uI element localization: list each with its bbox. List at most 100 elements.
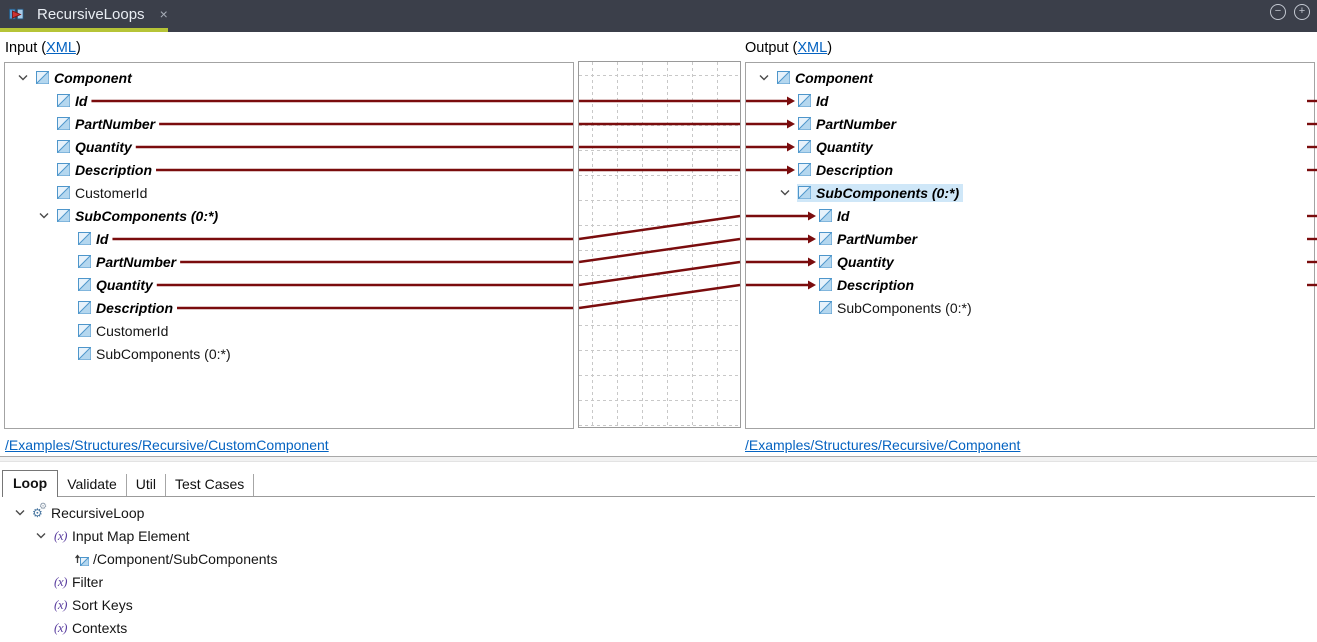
row-content: (x)Contexts: [53, 619, 131, 637]
tree-item-subcomponents-0[interactable]: SubComponents (0:*): [5, 342, 573, 365]
element-icon: [797, 94, 812, 107]
tree-item-label: Quantity: [75, 138, 132, 155]
element-icon: [56, 209, 71, 222]
output-xml-link[interactable]: XML: [797, 40, 828, 56]
row-content: Quantity: [797, 138, 877, 156]
chevron-down-icon[interactable]: [15, 74, 31, 81]
tree-item-label: SubComponents (0:*): [816, 184, 960, 201]
tree-item-partnumber[interactable]: PartNumber: [746, 227, 1314, 250]
element-icon: [818, 301, 833, 314]
chevron-down-icon[interactable]: [777, 189, 793, 196]
element-icon: [818, 255, 833, 268]
tree-item-sort-keys[interactable]: (x)Sort Keys: [2, 593, 281, 616]
tree-item-description[interactable]: Description: [746, 273, 1314, 296]
tree-item-filter[interactable]: (x)Filter: [2, 570, 281, 593]
tree-item-label: Quantity: [816, 138, 873, 155]
tree-item-partnumber[interactable]: PartNumber: [746, 112, 1314, 135]
tree-item-component[interactable]: Component: [5, 66, 573, 89]
tree-item-input-map-element[interactable]: (x)Input Map Element: [2, 524, 281, 547]
element-icon: [77, 347, 92, 360]
element-icon: [797, 186, 812, 199]
tree-item-label: Id: [837, 207, 850, 224]
tree-item-customerid[interactable]: CustomerId: [5, 319, 573, 342]
output-schema-path-link[interactable]: /Examples/Structures/Recursive/Component: [745, 437, 1021, 453]
element-icon: [77, 278, 92, 291]
tree-item-label: Id: [816, 92, 829, 109]
row-content: PartNumber: [818, 230, 921, 248]
input-schema-path-link[interactable]: /Examples/Structures/Recursive/CustomCom…: [5, 437, 329, 453]
tree-item-quantity[interactable]: Quantity: [746, 135, 1314, 158]
element-icon: [818, 209, 833, 222]
tree-item-label: Quantity: [837, 253, 894, 270]
editor-tab-recursiveloops[interactable]: RecursiveLoops ×: [0, 0, 178, 28]
row-content: (x)Sort Keys: [53, 596, 137, 614]
tab-test-cases[interactable]: Test Cases: [166, 474, 255, 496]
element-icon: [77, 232, 92, 245]
tree-item-description[interactable]: Description: [746, 158, 1314, 181]
tree-item-id[interactable]: Id: [746, 204, 1314, 227]
input-xml-link[interactable]: XML: [46, 40, 76, 56]
chevron-down-icon[interactable]: [12, 509, 28, 516]
tab-validate[interactable]: Validate: [58, 474, 127, 496]
element-icon: [56, 140, 71, 153]
row-content: SubComponents (0:*): [56, 207, 222, 225]
tree-item-recursiveloop[interactable]: ⚙⚙RecursiveLoop: [2, 501, 281, 524]
minimize-icon[interactable]: −: [1270, 4, 1286, 20]
row-content: (x)Filter: [53, 573, 107, 591]
close-icon[interactable]: ×: [159, 6, 168, 22]
tree-item-component-subcomponents[interactable]: /Component/SubComponents: [2, 547, 281, 570]
tree-item-id[interactable]: Id: [5, 89, 573, 112]
tab-util[interactable]: Util: [127, 474, 167, 496]
function-icon: (x): [54, 527, 67, 543]
tree-item-description[interactable]: Description: [5, 296, 573, 319]
row-content: Quantity: [56, 138, 136, 156]
tree-item-label: Id: [96, 230, 109, 247]
active-tab-indicator: [0, 28, 168, 32]
tree-item-label: Component: [795, 69, 873, 86]
tree-item-quantity[interactable]: Quantity: [5, 135, 573, 158]
tree-item-customerid[interactable]: CustomerId: [5, 181, 573, 204]
window-controls: − +: [1270, 4, 1310, 20]
tab-loop[interactable]: Loop: [2, 470, 59, 497]
selected-row-content: SubComponents (0:*): [797, 183, 964, 202]
row-content: ⚙⚙RecursiveLoop: [32, 501, 148, 522]
element-icon: [35, 71, 50, 84]
tree-item-quantity[interactable]: Quantity: [5, 273, 573, 296]
tree-item-label: PartNumber: [96, 253, 177, 270]
tree-item-subcomponents-0[interactable]: SubComponents (0:*): [746, 296, 1314, 319]
tree-item-label: PartNumber: [75, 115, 156, 132]
tree-item-label: SubComponents (0:*): [96, 345, 231, 362]
row-content: (x)Input Map Element: [53, 527, 194, 545]
tree-item-subcomponents-0[interactable]: SubComponents (0:*): [746, 181, 1314, 204]
tree-item-label: Description: [75, 161, 153, 178]
tree-item-quantity[interactable]: Quantity: [746, 250, 1314, 273]
chevron-down-icon[interactable]: [33, 532, 49, 539]
maximize-icon[interactable]: +: [1294, 4, 1310, 20]
tree-item-description[interactable]: Description: [5, 158, 573, 181]
tree-item-id[interactable]: Id: [746, 89, 1314, 112]
mapping-canvas[interactable]: [578, 61, 741, 428]
output-heading-suffix: ): [827, 40, 833, 56]
output-heading-text: Output (: [745, 40, 798, 56]
input-path-row: /Examples/Structures/Recursive/CustomCom…: [5, 437, 329, 453]
chevron-down-icon[interactable]: [36, 212, 52, 219]
chevron-down-icon[interactable]: [756, 74, 772, 81]
tree-item-id[interactable]: Id: [5, 227, 573, 250]
tree-item-subcomponents-0[interactable]: SubComponents (0:*): [5, 204, 573, 227]
tree-item-label: RecursiveLoop: [51, 504, 145, 521]
horizontal-splitter[interactable]: [0, 456, 1317, 462]
tree-item-label: SubComponents (0:*): [837, 299, 972, 316]
output-path-row: /Examples/Structures/Recursive/Component: [745, 437, 1020, 453]
tree-item-partnumber[interactable]: PartNumber: [5, 250, 573, 273]
function-icon: (x): [54, 619, 67, 635]
tree-item-label: CustomerId: [96, 322, 169, 339]
editor-tab-title: RecursiveLoops: [37, 5, 145, 23]
element-icon: [776, 71, 791, 84]
row-content: PartNumber: [77, 253, 180, 271]
row-content: Id: [77, 230, 112, 248]
tree-item-partnumber[interactable]: PartNumber: [5, 112, 573, 135]
tree-item-contexts[interactable]: (x)Contexts: [2, 616, 281, 639]
tree-item-component[interactable]: Component: [746, 66, 1314, 89]
tree-item-label: PartNumber: [816, 115, 897, 132]
element-icon: [797, 117, 812, 130]
